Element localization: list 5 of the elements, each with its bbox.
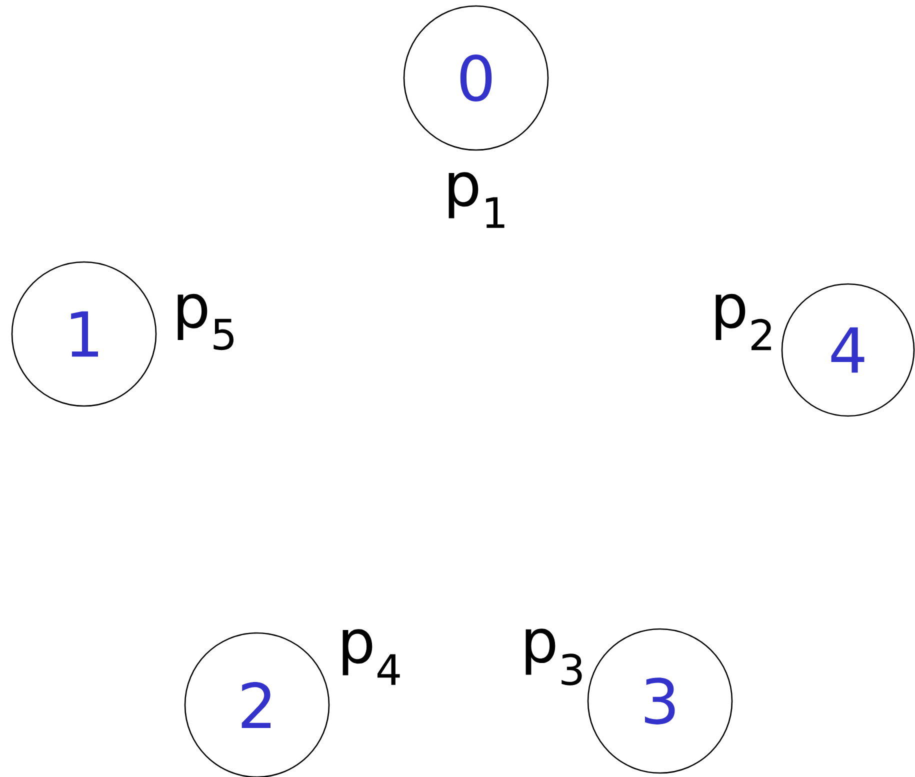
beside-label: p$_{2}$ [716, 294, 771, 350]
beside-label: p$_{4}$ [342, 629, 400, 685]
beside-label: p$_{5}$ [178, 294, 234, 350]
beside-label: p$_{1}$ [448, 172, 504, 228]
beside-label: p$_{3}$ [526, 628, 582, 686]
